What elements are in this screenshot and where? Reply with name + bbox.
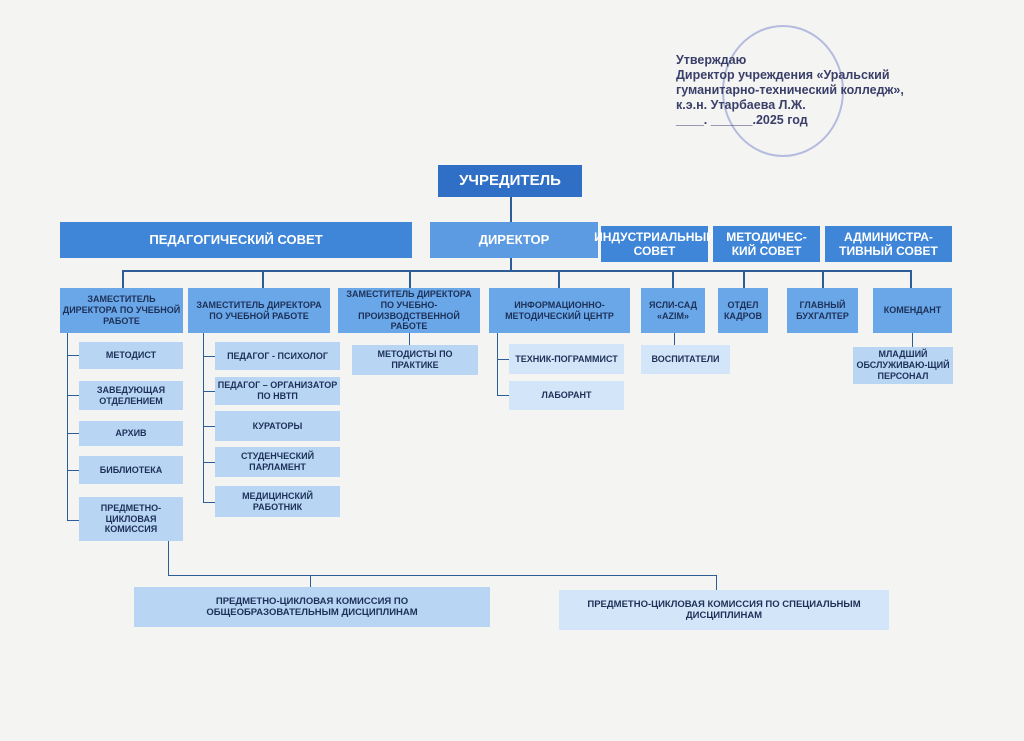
connector bbox=[67, 433, 79, 434]
connector bbox=[497, 359, 509, 360]
staff-box: ЛАБОРАНТ bbox=[509, 381, 624, 410]
hr-department-box: ОТДЕЛ КАДРОВ bbox=[718, 288, 768, 333]
connector bbox=[122, 270, 912, 272]
connector bbox=[168, 541, 169, 575]
connector bbox=[310, 575, 311, 587]
deputy-director-box: ЗАМЕСТИТЕЛЬ ДИРЕКТОРА ПО УЧЕБНОЙ РАБОТЕ bbox=[60, 288, 183, 333]
staff-box: АРХИВ bbox=[79, 421, 183, 446]
staff-box: ПРЕДМЕТНО-ЦИКЛОВАЯ КОМИССИЯ bbox=[79, 497, 183, 541]
connector bbox=[497, 333, 498, 396]
connector bbox=[558, 270, 560, 288]
staff-box: ТЕХНИК-ПОГРАММИСТ bbox=[509, 344, 624, 374]
connector bbox=[510, 258, 512, 270]
chief-accountant-box: ГЛАВНЫЙ БУХГАЛТЕР bbox=[787, 288, 858, 333]
special-commission-box: ПРЕДМЕТНО-ЦИКЛОВАЯ КОМИССИЯ ПО СПЕЦИАЛЬН… bbox=[559, 590, 889, 630]
connector bbox=[262, 270, 264, 288]
connector bbox=[203, 333, 204, 503]
approval-date: ____. ______.2025 год bbox=[676, 113, 808, 127]
commandant-box: КОМЕНДАНТ bbox=[873, 288, 952, 333]
staff-box: ПЕДАГОГ - ПСИХОЛОГ bbox=[215, 342, 340, 370]
connector bbox=[409, 333, 410, 351]
staff-box: КУРАТОРЫ bbox=[215, 411, 340, 441]
connector bbox=[743, 270, 745, 288]
connector bbox=[822, 270, 824, 288]
connector bbox=[203, 391, 215, 392]
administrative-council-box: АДМИНИСТРА-ТИВНЫЙ СОВЕТ bbox=[825, 226, 952, 262]
staff-box: МЕТОДИСТЫ ПО ПРАКТИКЕ bbox=[352, 345, 478, 375]
staff-box: ВОСПИТАТЕЛИ bbox=[641, 345, 730, 374]
approval-line: гуманитарно-технический колледж», bbox=[676, 83, 904, 97]
connector bbox=[510, 197, 512, 222]
connector bbox=[672, 270, 674, 288]
pedagogical-council-box: ПЕДАГОГИЧЕСКИЙ СОВЕТ bbox=[60, 222, 412, 258]
staff-box: МЕДИЦИНСКИЙ РАБОТНИК bbox=[215, 486, 340, 517]
methodical-council-box: МЕТОДИЧЕС-КИЙ СОВЕТ bbox=[713, 226, 820, 262]
kindergarten-box: ЯСЛИ-САД «AZIM» bbox=[641, 288, 705, 333]
staff-box: БИБЛИОТЕКА bbox=[79, 456, 183, 484]
approval-line: к.э.н. Утарбаева Л.Ж. bbox=[676, 98, 806, 112]
director-box: ДИРЕКТОР bbox=[430, 222, 598, 258]
connector bbox=[67, 395, 79, 396]
connector bbox=[409, 270, 411, 288]
approval-line: Директор учреждения «Уральский bbox=[676, 68, 890, 82]
connector bbox=[203, 356, 215, 357]
staff-box: СТУДЕНЧЕСКИЙ ПАРЛАМЕНТ bbox=[215, 447, 340, 477]
staff-box: ПЕДАГОГ – ОРГАНИЗАТОР ПО НВТП bbox=[215, 377, 340, 405]
connector bbox=[67, 333, 68, 521]
general-commission-box: ПРЕДМЕТНО-ЦИКЛОВАЯ КОМИССИЯ ПО ОБЩЕОБРАЗ… bbox=[134, 587, 490, 627]
deputy-director-production-box: ЗАМЕСТИТЕЛЬ ДИРЕКТОРА ПО УЧЕБНО-ПРОИЗВОД… bbox=[338, 288, 480, 333]
deputy-director-box: ЗАМЕСТИТЕЛЬ ДИРЕКТОРА ПО УЧЕБНОЙ РАБОТЕ bbox=[188, 288, 330, 333]
connector bbox=[716, 575, 717, 590]
founder-box: УЧРЕДИТЕЛЬ bbox=[438, 165, 582, 197]
approval-line: Утверждаю bbox=[676, 53, 747, 67]
staff-box: МЛАДШИЙ ОБСЛУЖИВАЮ-ЩИЙ ПЕРСОНАЛ bbox=[853, 347, 953, 384]
staff-box: ЗАВЕДУЮЩАЯ ОТДЕЛЕНИЕМ bbox=[79, 381, 183, 410]
connector bbox=[674, 333, 675, 345]
connector bbox=[168, 575, 716, 576]
industrial-council-box: ИНДУСТРИАЛЬНЫЙ СОВЕТ bbox=[594, 226, 715, 262]
connector bbox=[497, 395, 509, 396]
connector bbox=[67, 470, 79, 471]
info-method-center-box: ИНФОРМАЦИОННО-МЕТОДИЧЕСКИЙ ЦЕНТР bbox=[489, 288, 630, 333]
staff-box: МЕТОДИСТ bbox=[79, 342, 183, 369]
connector bbox=[203, 502, 215, 503]
connector bbox=[912, 333, 913, 347]
connector bbox=[203, 462, 215, 463]
connector bbox=[122, 270, 124, 288]
approval-block: Утверждаю Директор учреждения «Уральский… bbox=[676, 53, 904, 128]
connector bbox=[910, 270, 912, 288]
stamp-seal bbox=[722, 25, 844, 157]
connector bbox=[203, 426, 215, 427]
connector bbox=[67, 355, 79, 356]
connector bbox=[67, 520, 79, 521]
